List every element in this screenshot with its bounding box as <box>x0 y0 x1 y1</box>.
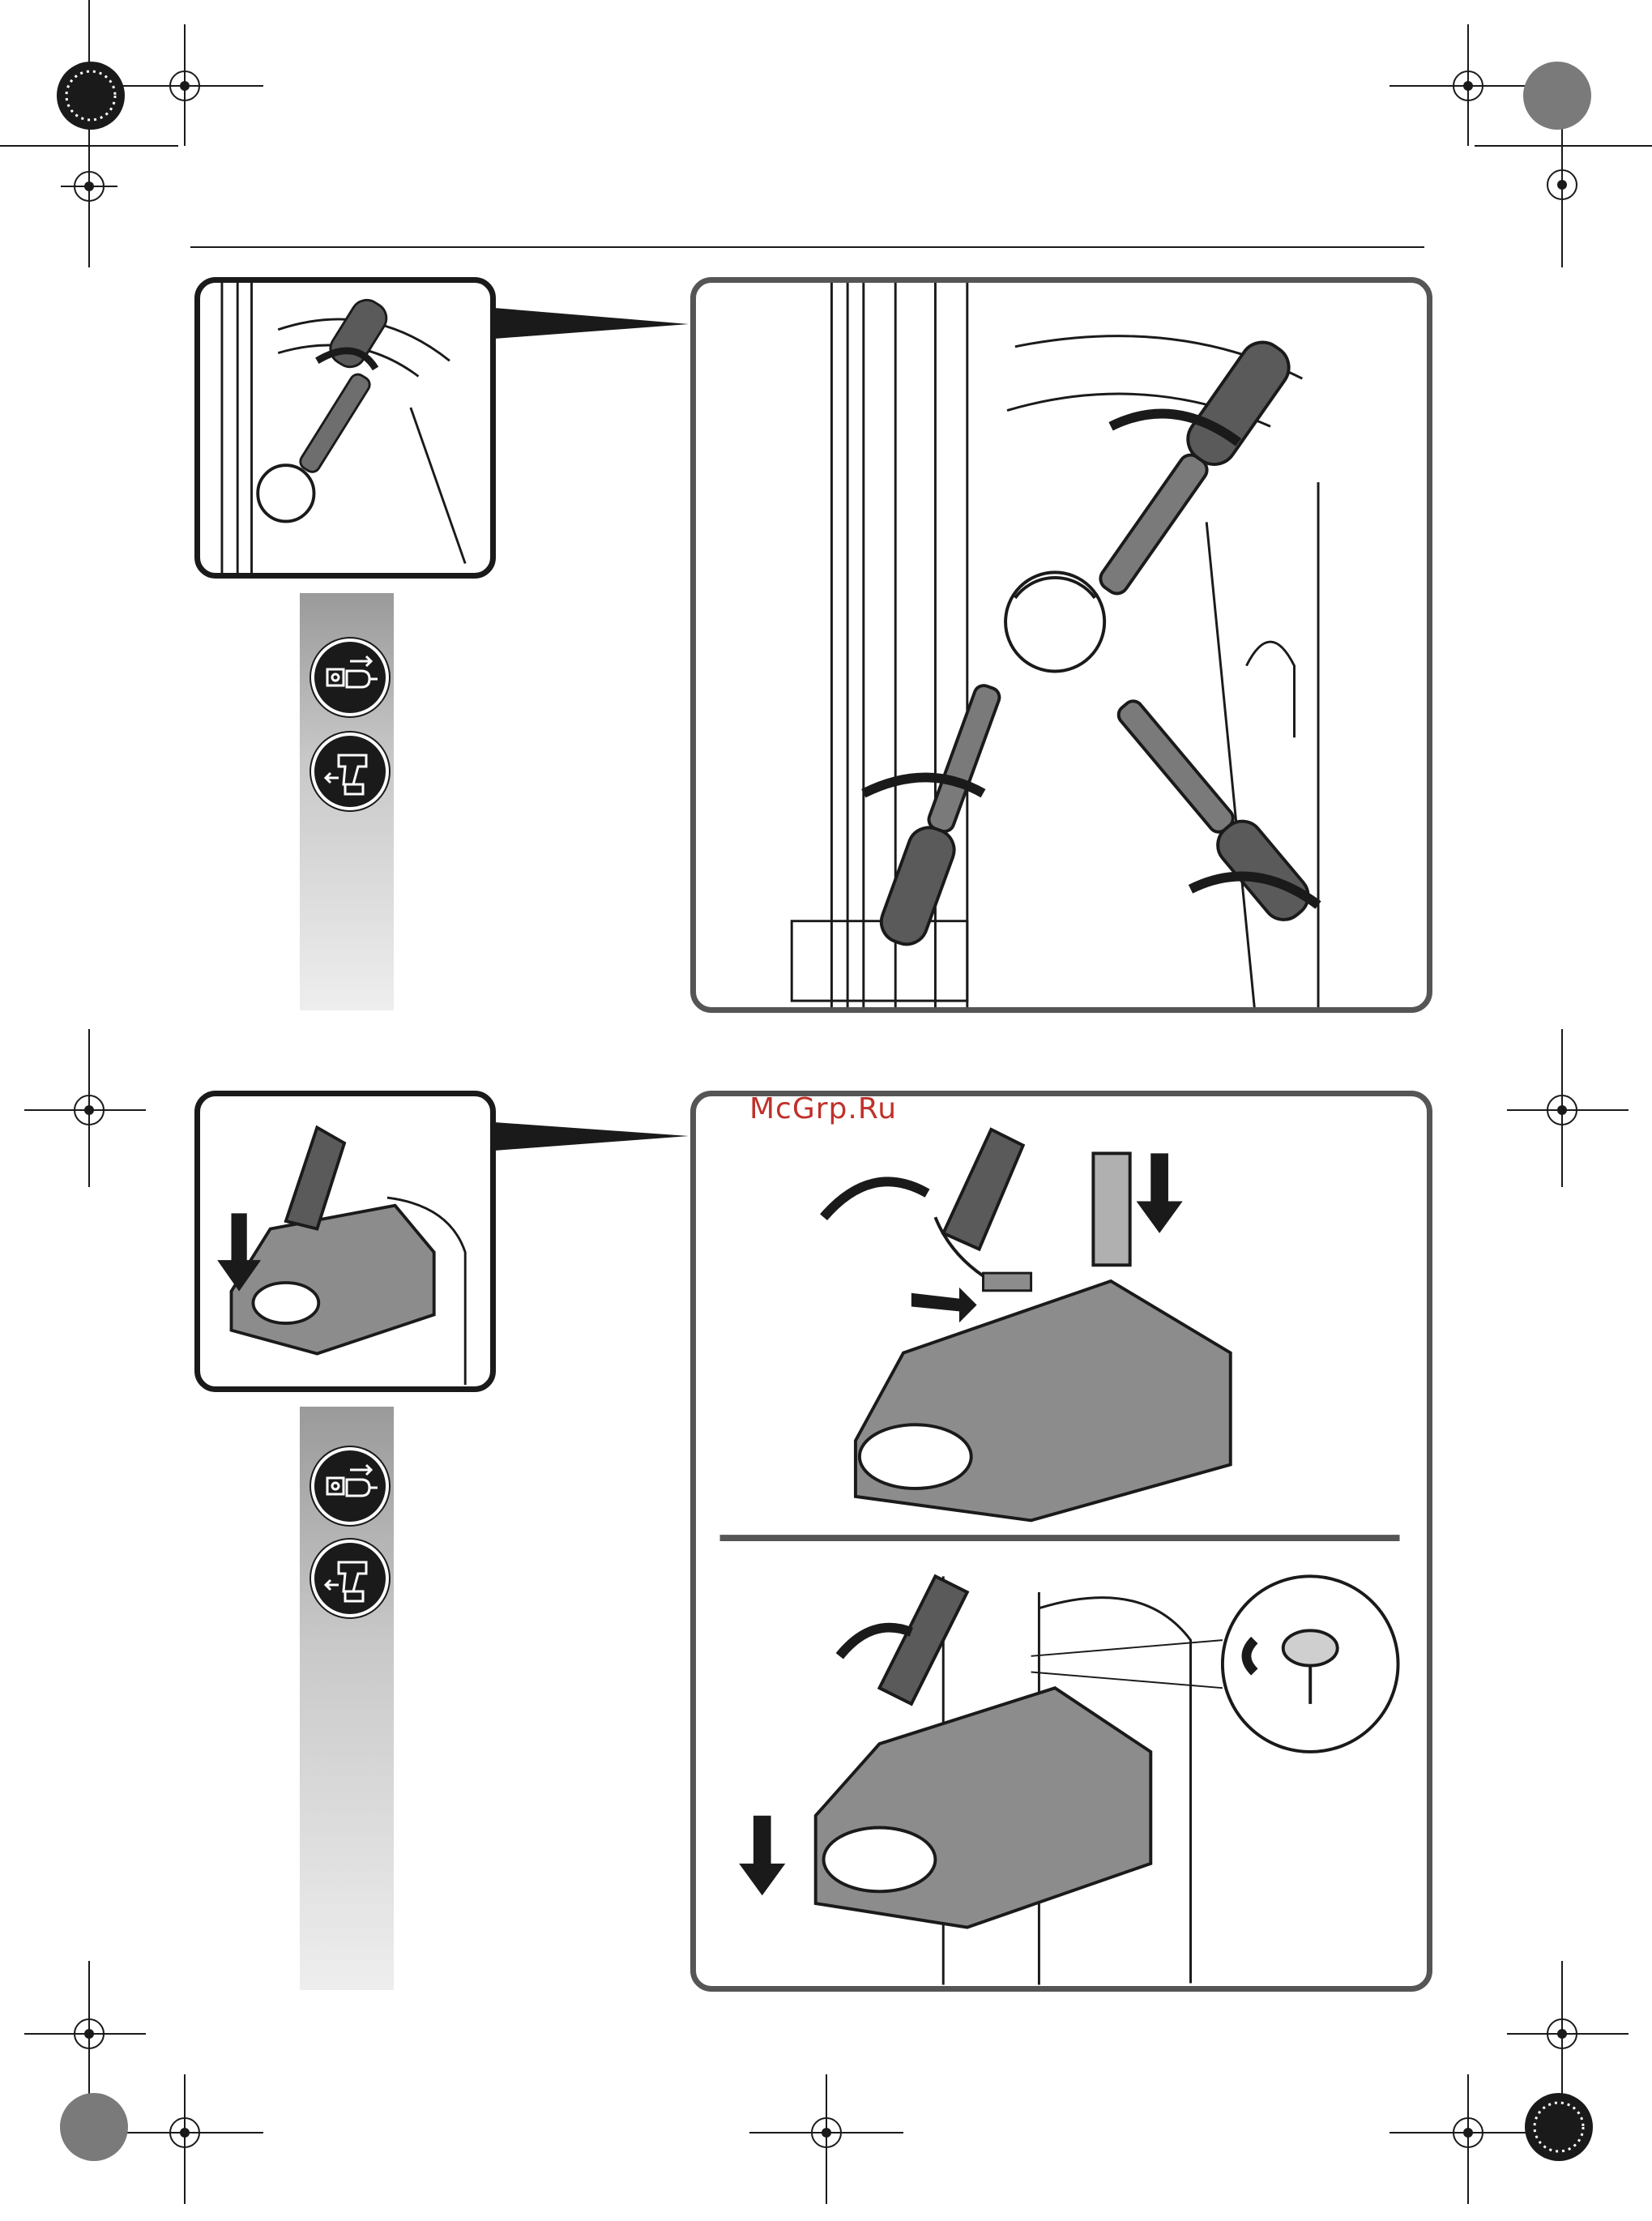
column-handle-illustration <box>696 283 1427 1007</box>
clamp-detail-illustration <box>200 1096 490 1386</box>
detail-panel-clamp <box>194 1091 496 1392</box>
detail-panel-handle <box>194 277 496 579</box>
warning-sidebar-2 <box>300 1407 394 1990</box>
clamp-holder-illustration <box>696 1096 1427 1986</box>
unplug-mains-icon <box>311 639 389 716</box>
remove-battery-drill-icon <box>311 733 389 810</box>
warning-sidebar <box>300 593 394 1010</box>
handle-detail-illustration <box>200 283 490 573</box>
main-panel-clamp-holder <box>690 1091 1432 1992</box>
watermark-text: McGrp.Ru <box>749 1092 897 1125</box>
unplug-mains-icon <box>311 1447 389 1525</box>
remove-battery-drill-icon <box>311 1540 389 1617</box>
main-panel-handle-positions <box>690 277 1432 1013</box>
